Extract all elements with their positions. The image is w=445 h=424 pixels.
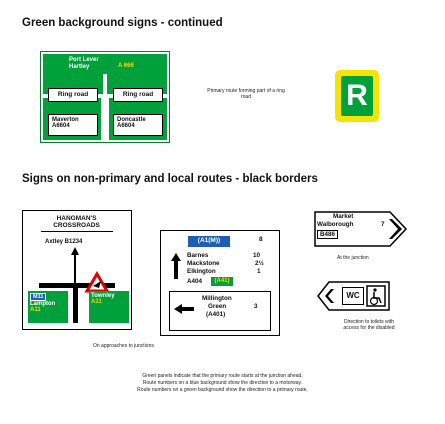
ring-arrow-base [101,94,109,140]
ring-right-dest-box: Doncastle A6604 [113,114,163,136]
ring-left-dest-box: Maverton A6604 [48,114,98,136]
crossroads-left-motorway: M11 [30,293,47,301]
ring-arrow-stem [103,74,107,94]
distance-row-dist-1: 2½ [255,260,264,267]
distance-left-arrow-icon [174,304,194,314]
toilet-caption: Direction to toilets with access for the… [343,319,395,331]
market-route: B486 [317,230,339,239]
crossroads-right-place: Townley [91,293,115,299]
distance-row-place-2: Elkington [187,268,216,275]
ring-left-label: Ring road [48,88,98,102]
distance-primary-place: A404 [187,278,203,285]
market-caption: At the junction [337,255,369,261]
ring-left-route: A6604 [52,123,70,129]
crossroads-left-place: Lampton [30,301,56,307]
distance-lower-place1: Millington [202,295,232,302]
distance-sign: (A1(M)) 8 Barnes Mackstone Elkington 10 … [160,230,280,336]
distance-row-place-1: Mackstone [187,260,220,267]
ring-right-label: Ring road [113,88,163,102]
crossroads-right-route: A11 [91,299,102,305]
heading-green-continued: Green background signs - continued [22,17,223,29]
market-sign-shape [314,211,408,247]
distance-lower-box: Millington Green (A401) 3 [169,291,271,331]
crossroads-caption: On approaches to junctions [93,343,154,349]
footnote-line-0: Green panels indicate that the primary r… [142,373,303,379]
distance-motorway-dist: 8 [259,236,263,243]
market-dist: 7 [381,221,385,228]
distance-up-arrow-icon [171,253,181,279]
distance-row-dist-2: 1 [257,268,261,275]
ring-route: A 666 [118,63,134,69]
crossroads-title-rule [41,231,113,232]
ring-place2: Hartley [69,64,90,70]
crossroads-sign: HANGMAN'S CROSSROADS Axtley B1234 M11 La… [22,210,132,330]
toilet-wc: WC [342,287,364,305]
ring-right-dest: Doncastle [117,117,146,123]
crossroads-left-panel: M11 Lampton A11 [28,291,68,323]
distance-lower-dist: 3 [254,303,258,310]
r-letter: R [341,76,373,116]
distance-row-dist-0: 10 [253,252,261,259]
ring-left-dest: Maverton [52,117,79,123]
heading-non-primary: Signs on non-primary and local routes - … [22,173,318,185]
ring-caption: Primary route forming part of a ring roa… [207,88,285,100]
crossroads-arrow-icon [39,247,115,323]
ring-road-sign: Port Lever Hartley A 666 Ring road Ring … [40,51,170,143]
distance-primary-route: (A41) [211,277,233,286]
footnote-line-1: Route numbers on a blue background show … [142,380,303,386]
crossroads-title2: CROSSROADS [53,222,100,229]
ring-arrow-cross [43,94,167,98]
ring-right-route: A6604 [117,123,135,129]
distance-lower-place2: Green [208,303,227,310]
distance-lower-route: (A401) [206,311,226,318]
crossroads-top-dest: Axtley B1234 [45,239,83,245]
market-place2: Walborough [317,221,354,228]
crossroads-right-panel: Townley A11 [89,291,129,323]
market-place1: Market [333,213,354,220]
distance-row-place-0: Barnes [187,252,209,259]
distance-motorway: (A1(M)) [187,235,231,248]
ring-place1: Port Lever [69,57,99,63]
crossroads-title1: HANGMAN'S [56,215,97,222]
r-sign: R [335,70,379,122]
crossroads-left-route: A11 [30,307,41,313]
footnote-line-2: Route numbers on a green background show… [137,387,308,393]
